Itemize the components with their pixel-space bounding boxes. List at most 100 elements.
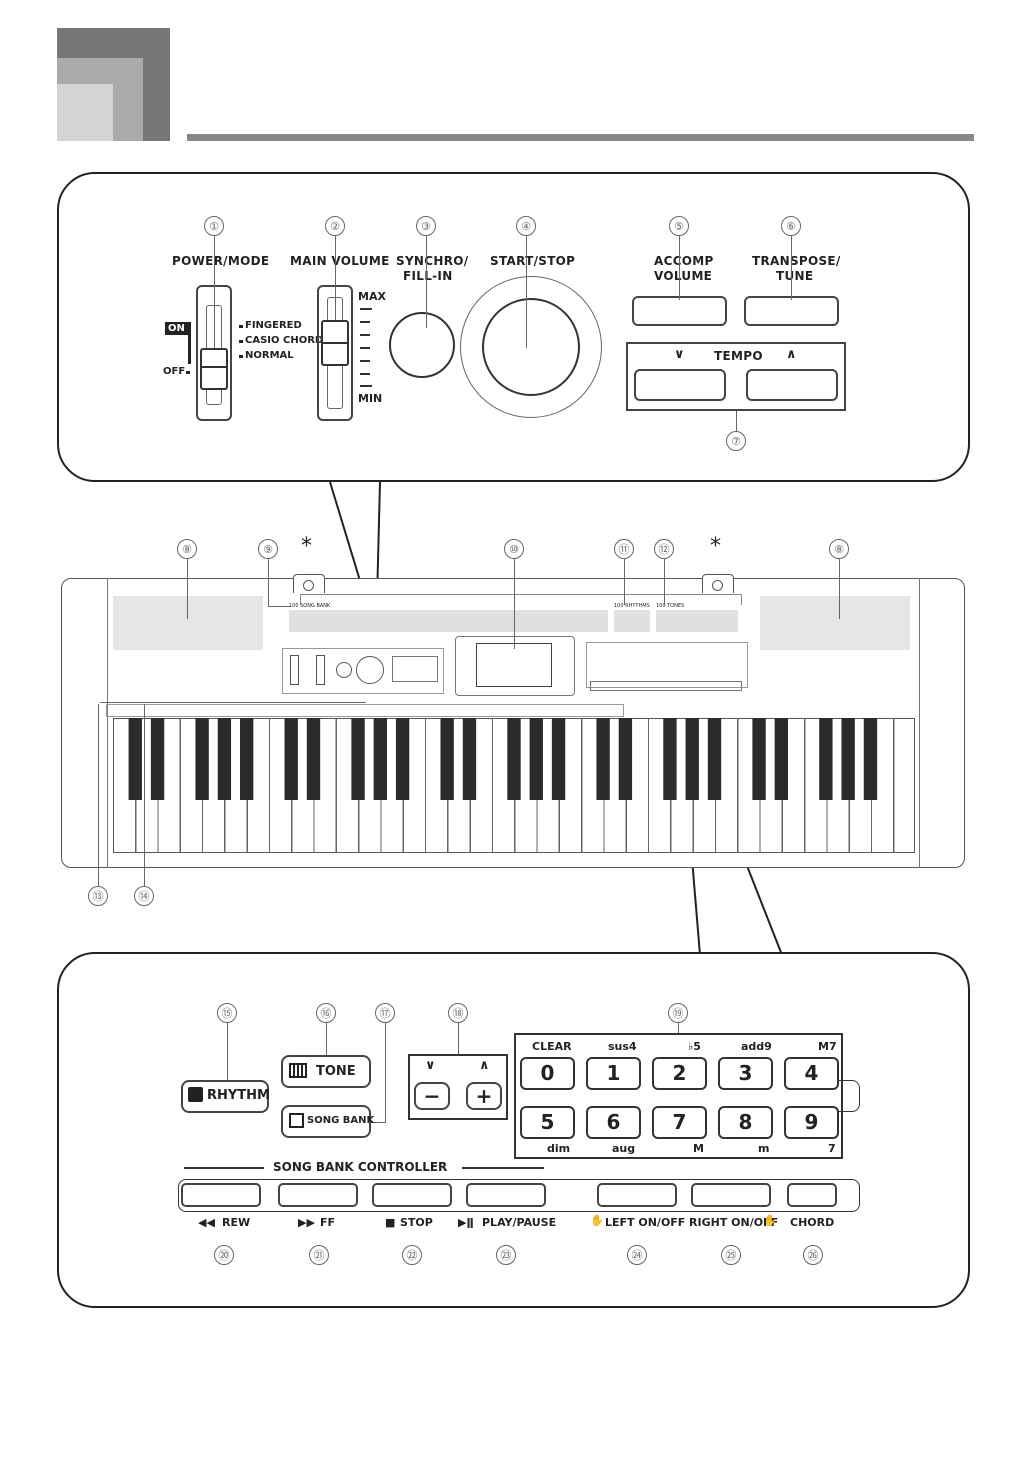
callout-leader-9 — [268, 559, 270, 607]
rew-button[interactable] — [181, 1183, 261, 1207]
callout-leader-10 — [514, 559, 516, 649]
num-key-8[interactable]: 8 — [718, 1106, 773, 1139]
callout-leader-18 — [458, 1023, 460, 1055]
black-key — [239, 718, 254, 800]
up-down-group — [408, 1054, 508, 1120]
console-mini-dial2 — [336, 662, 352, 678]
controller-rule-left — [184, 1167, 264, 1169]
black-key — [395, 718, 410, 800]
chord-label-clear: CLEAR — [532, 1040, 572, 1053]
off-label: OFF — [163, 366, 186, 377]
handle-left-hole — [303, 580, 314, 591]
num-key-3[interactable]: 3 — [718, 1057, 773, 1090]
console-mini-slider2 — [316, 655, 325, 685]
left-onoff-button[interactable] — [597, 1183, 677, 1207]
stop-button[interactable] — [372, 1183, 452, 1207]
num-key-6[interactable]: 6 — [586, 1106, 641, 1139]
callout-7: ⑦ — [726, 431, 746, 451]
accomp-volume-button[interactable] — [632, 296, 727, 326]
black-key — [373, 718, 388, 800]
callout-leader-14 — [144, 704, 146, 886]
black-key — [819, 718, 833, 800]
callout-20: ⑳ — [214, 1245, 234, 1265]
num-key-7[interactable]: 7 — [652, 1106, 707, 1139]
rhythms-list — [614, 610, 650, 632]
callout-leader-12 — [664, 559, 666, 605]
lcd-frame — [455, 636, 575, 696]
chord-label-aug: aug — [612, 1142, 636, 1155]
speaker-right — [760, 596, 910, 650]
callout-leader-2 — [335, 236, 337, 320]
mode-dot-2 — [239, 340, 243, 343]
black-key — [596, 718, 610, 800]
accomp-volume-label-2: VOLUME — [654, 269, 713, 283]
power-mode-label: POWER/MODE — [172, 254, 270, 268]
num-key-2[interactable]: 2 — [652, 1057, 707, 1090]
callout-8-right: ⑧ — [829, 539, 849, 559]
black-key — [685, 718, 699, 800]
callout-17: ⑰ — [375, 1003, 395, 1023]
tempo-down-button[interactable] — [634, 369, 726, 401]
callout-5: ⑤ — [669, 216, 689, 236]
num-key-1[interactable]: 1 — [586, 1057, 641, 1090]
tempo-up-button[interactable] — [746, 369, 838, 401]
left-hand-icon: ✋ — [590, 1214, 604, 1227]
chord-label-m7: M7 — [818, 1040, 837, 1053]
ff-button[interactable] — [278, 1183, 358, 1207]
black-keys — [128, 718, 878, 800]
song-bank-list — [289, 610, 608, 632]
number-pad-frame — [514, 1033, 843, 1159]
song-bank-label: SONG BANK — [307, 1115, 375, 1126]
asterisk-right: * — [710, 534, 721, 559]
callout-23: ㉓ — [496, 1245, 516, 1265]
song-bank-button[interactable] — [281, 1105, 371, 1138]
start-stop-button[interactable] — [482, 298, 580, 396]
callout-leader-5 — [679, 236, 681, 300]
power-mode-slider-knob[interactable] — [200, 348, 228, 390]
chord-label-dim: dim — [547, 1142, 571, 1155]
plus-button[interactable]: + — [466, 1082, 502, 1110]
volume-max: MAX — [358, 290, 386, 303]
on-bar — [188, 322, 191, 364]
volume-min: MIN — [358, 392, 383, 405]
asterisk-left: * — [301, 534, 312, 559]
callout-leader-7 — [736, 411, 738, 431]
console-mini-controls — [282, 648, 444, 694]
handle-right-hole — [712, 580, 723, 591]
callout-12: ⑫ — [654, 539, 674, 559]
callout-14: ⑭ — [134, 886, 154, 906]
rew-icon: ◀◀ — [198, 1216, 215, 1229]
black-key — [551, 718, 566, 800]
callout-2: ② — [325, 216, 345, 236]
play-pause-button[interactable] — [466, 1183, 546, 1207]
synchro-label-2: FILL-IN — [403, 269, 453, 283]
mode-casio-chord: CASIO CHORD — [245, 335, 324, 346]
transpose-tune-button[interactable] — [744, 296, 839, 326]
right-hand-icon: ✋ — [763, 1214, 777, 1227]
minus-button[interactable]: − — [414, 1082, 450, 1110]
header-rule — [187, 134, 974, 141]
callout-9: ⑨ — [258, 539, 278, 559]
num-key-9[interactable]: 9 — [784, 1106, 839, 1139]
callout-13: ⑬ — [88, 886, 108, 906]
start-stop-label: START/STOP — [490, 254, 576, 268]
num-key-4[interactable]: 4 — [784, 1057, 839, 1090]
song-bank-icon — [289, 1113, 304, 1128]
off-dot — [186, 371, 190, 374]
tempo-label: TEMPO — [714, 349, 763, 363]
ff-label: FF — [320, 1216, 336, 1229]
play-pause-label: PLAY/PAUSE — [482, 1216, 557, 1229]
num-key-0[interactable]: 0 — [520, 1057, 575, 1090]
tone-label: TONE — [316, 1064, 356, 1079]
callout-21: ㉑ — [309, 1245, 329, 1265]
chord-button[interactable] — [787, 1183, 837, 1207]
callout-10: ⑩ — [504, 539, 524, 559]
right-onoff-button[interactable] — [691, 1183, 771, 1207]
num-key-5[interactable]: 5 — [520, 1106, 575, 1139]
transpose-label-1: TRANSPOSE/ — [752, 254, 841, 268]
black-key — [440, 718, 454, 800]
tone-button[interactable] — [281, 1055, 371, 1088]
synchro-fill-in-button[interactable] — [389, 312, 455, 378]
callout-leader-6 — [791, 236, 793, 300]
left-onoff-label: LEFT ON/OFF — [605, 1216, 686, 1229]
